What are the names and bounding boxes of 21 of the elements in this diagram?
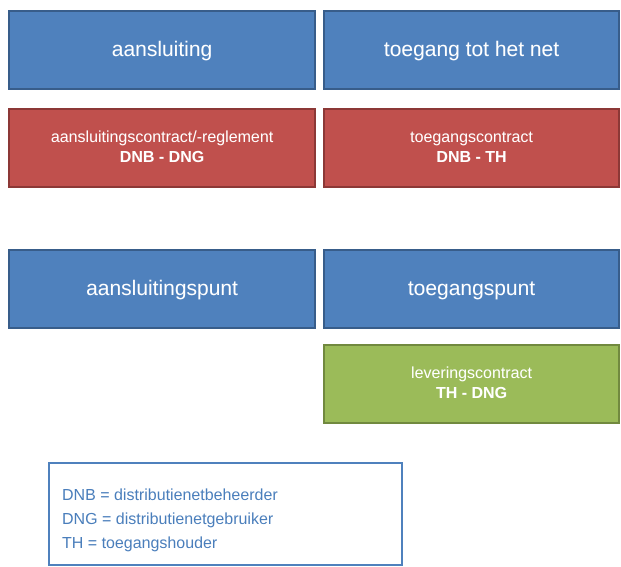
- legend-box: [48, 462, 403, 566]
- contract-parties: TH - DNG: [436, 385, 508, 403]
- abbreviation-definition: DNG = distributienetgebruiker: [62, 510, 274, 530]
- contract-box: [323, 108, 620, 188]
- heading-box: [8, 249, 316, 329]
- heading-box: [8, 10, 316, 90]
- contract-name: leveringscontract: [411, 365, 532, 383]
- contract-parties: DNB - DNG: [120, 149, 204, 167]
- box-title: aansluitingspunt: [86, 277, 238, 301]
- contract-parties: DNB - TH: [436, 149, 507, 167]
- contract-box: [8, 108, 316, 188]
- heading-box: [323, 249, 620, 329]
- box-title: aansluiting: [112, 38, 212, 62]
- contract-name: toegangscontract: [410, 129, 533, 147]
- box-title: toegangspunt: [408, 277, 536, 301]
- box-title: toegang tot het net: [384, 38, 560, 62]
- contract-name: aansluitingscontract/-reglement: [50, 129, 274, 147]
- abbreviation-definition: DNB = distributienetbeheerder: [62, 486, 278, 506]
- contract-box: [323, 344, 620, 424]
- abbreviation-definition: TH = toegangshouder: [62, 534, 218, 554]
- heading-box: [323, 10, 620, 90]
